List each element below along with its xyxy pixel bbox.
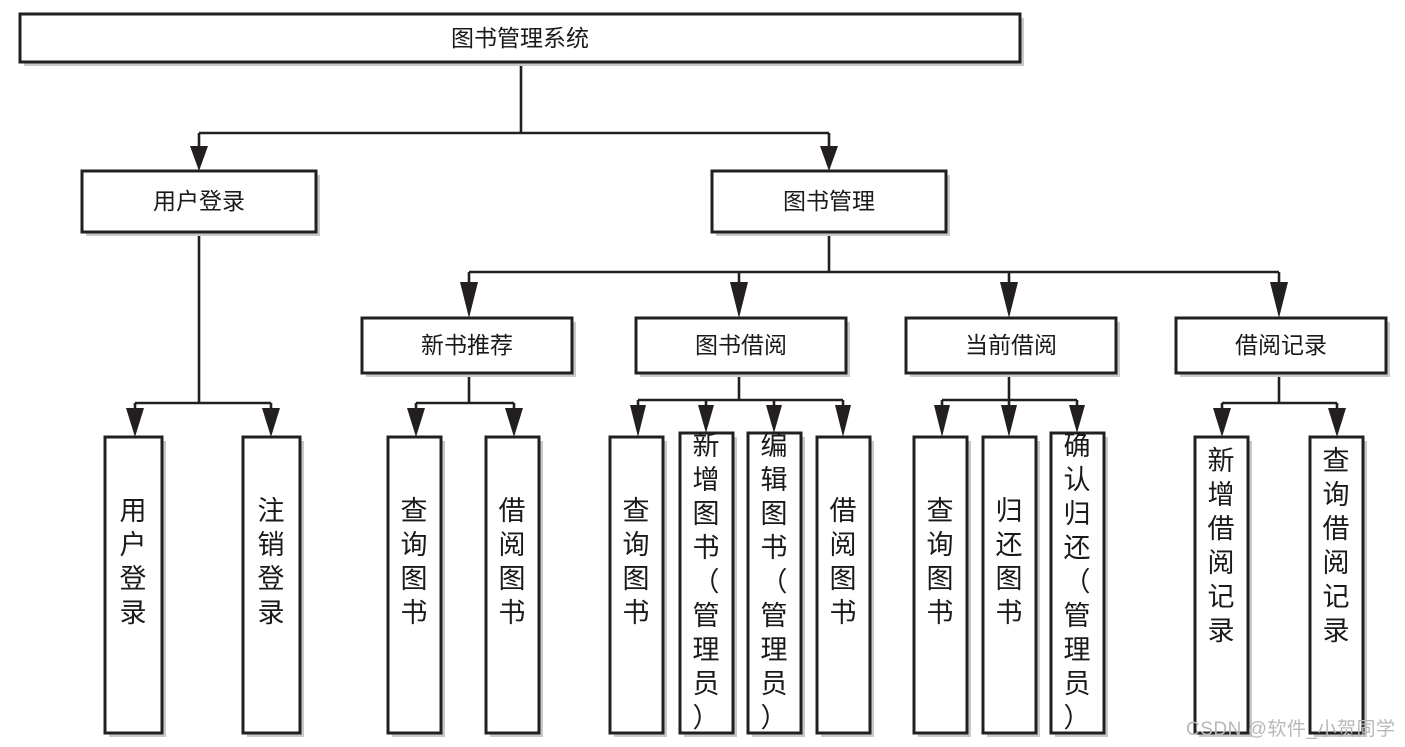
arrow-to-leaf-borrow-book-2 xyxy=(835,405,851,437)
node-book-borrow-label: 图书借阅 xyxy=(695,332,787,358)
arrow-to-borrow-record xyxy=(1270,282,1288,318)
node-borrow-record-label: 借阅记录 xyxy=(1235,332,1327,358)
node-leaf-user-login-rect[interactable] xyxy=(103,435,164,735)
node-book-management-label: 图书管理 xyxy=(783,188,875,214)
node-leaf-borrow-book-1[interactable]: 借阅图书 xyxy=(484,435,543,737)
node-leaf-query-book-2-label: 查询图书 xyxy=(623,496,650,628)
node-leaf-return-book-label: 归还图书 xyxy=(996,496,1023,628)
node-leaf-query-book-1-label: 查询图书 xyxy=(401,496,428,628)
node-leaf-add-record-rect[interactable] xyxy=(1193,435,1250,735)
arrow-to-current-borrow xyxy=(1000,282,1018,318)
node-leaf-query-book-2-rect[interactable] xyxy=(608,435,665,735)
node-leaf-edit-book-label: 编辑图书（管理员） xyxy=(761,431,788,733)
node-leaf-query-record[interactable]: 查询借阅记录 xyxy=(1308,435,1367,737)
arrow-to-leaf-query-record xyxy=(1328,408,1346,437)
node-book-management[interactable]: 图书管理 xyxy=(710,169,950,236)
node-leaf-edit-book[interactable]: 编辑图书（管理员） xyxy=(746,431,805,737)
node-leaf-query-book-1[interactable]: 查询图书 xyxy=(386,435,445,737)
node-leaf-query-book-1-rect[interactable] xyxy=(386,435,443,735)
arrow-to-leaf-query-book-2 xyxy=(630,405,646,437)
node-leaf-logout-label: 注销登录 xyxy=(258,496,285,628)
node-current-borrow-rect[interactable] xyxy=(904,316,1118,375)
node-leaf-borrow-book-1-rect[interactable] xyxy=(484,435,541,735)
arrow-to-leaf-query-book-3 xyxy=(934,405,950,437)
arrow-to-leaf-query-book-1 xyxy=(407,408,425,437)
node-leaf-add-record[interactable]: 新增借阅记录 xyxy=(1193,435,1252,737)
node-leaf-logout[interactable]: 注销登录 xyxy=(241,435,304,737)
node-book-management-rect[interactable] xyxy=(710,169,948,234)
node-user-login-rect[interactable] xyxy=(80,169,318,234)
node-root-label: 图书管理系统 xyxy=(451,25,589,51)
node-leaf-confirm-return[interactable]: 确认归还（管理员） xyxy=(1049,431,1108,737)
arrow-to-user-login xyxy=(190,146,208,171)
arrow-to-leaf-logout xyxy=(262,408,280,437)
node-leaf-query-book-3[interactable]: 查询图书 xyxy=(912,435,971,737)
node-book-borrow[interactable]: 图书借阅 xyxy=(634,316,850,377)
node-leaf-borrow-book-1-label: 借阅图书 xyxy=(499,496,526,628)
connector-layer xyxy=(126,65,1346,437)
node-borrow-record[interactable]: 借阅记录 xyxy=(1174,316,1390,377)
node-user-login[interactable]: 用户登录 xyxy=(80,169,320,236)
node-leaf-add-book-label: 新增图书（管理员） xyxy=(693,431,720,733)
node-leaf-confirm-return-label: 确认归还（管理员） xyxy=(1064,431,1091,733)
node-leaf-query-book-2[interactable]: 查询图书 xyxy=(608,435,667,737)
arrow-to-leaf-edit-book xyxy=(766,405,782,433)
arrow-to-leaf-borrow-book-1 xyxy=(505,408,523,437)
arrow-to-new-book-recommend xyxy=(460,282,478,318)
node-leaf-query-book-3-label: 查询图书 xyxy=(927,496,954,628)
node-current-borrow-label: 当前借阅 xyxy=(965,332,1057,358)
node-leaf-borrow-book-2-rect[interactable] xyxy=(815,435,872,735)
arrow-to-leaf-return-book xyxy=(1001,405,1017,437)
node-borrow-record-rect[interactable] xyxy=(1174,316,1388,375)
node-leaf-query-record-rect[interactable] xyxy=(1308,435,1365,735)
node-leaf-logout-rect[interactable] xyxy=(241,435,302,735)
node-new-book-recommend-label: 新书推荐 xyxy=(421,332,513,358)
csdn-watermark: CSDN @软件_小贺同学 xyxy=(1186,719,1396,740)
node-leaf-borrow-book-2[interactable]: 借阅图书 xyxy=(815,435,874,737)
node-leaf-borrow-book-2-label: 借阅图书 xyxy=(830,496,857,628)
node-leaf-query-book-3-rect[interactable] xyxy=(912,435,969,735)
node-leaf-add-record-label: 新增借阅记录 xyxy=(1208,446,1235,646)
node-leaf-add-book-rect[interactable] xyxy=(678,431,735,735)
arrow-to-leaf-confirm-return xyxy=(1069,405,1085,433)
node-root-rect[interactable] xyxy=(18,12,1022,64)
arrow-to-leaf-add-record xyxy=(1213,408,1231,437)
node-book-borrow-rect[interactable] xyxy=(634,316,848,375)
arrow-to-book-management xyxy=(820,146,838,171)
node-leaf-add-book[interactable]: 新增图书（管理员） xyxy=(678,431,737,737)
arrow-to-leaf-user-login xyxy=(126,408,144,437)
arrow-to-book-borrow xyxy=(730,282,748,318)
node-root[interactable]: 图书管理系统 xyxy=(18,12,1024,66)
node-leaf-edit-book-rect[interactable] xyxy=(746,431,803,735)
node-user-login-label: 用户登录 xyxy=(153,188,245,214)
node-leaf-query-record-label: 查询借阅记录 xyxy=(1323,446,1350,646)
arrow-to-leaf-add-book xyxy=(698,405,714,433)
node-leaf-return-book[interactable]: 归还图书 xyxy=(981,435,1040,737)
node-leaf-user-login[interactable]: 用户登录 xyxy=(103,435,166,737)
node-leaf-return-book-rect[interactable] xyxy=(981,435,1038,735)
node-new-book-recommend[interactable]: 新书推荐 xyxy=(360,316,576,377)
node-current-borrow[interactable]: 当前借阅 xyxy=(904,316,1120,377)
node-leaf-confirm-return-rect[interactable] xyxy=(1049,431,1106,735)
node-new-book-recommend-rect[interactable] xyxy=(360,316,574,375)
node-leaf-user-login-label: 用户登录 xyxy=(120,496,147,628)
